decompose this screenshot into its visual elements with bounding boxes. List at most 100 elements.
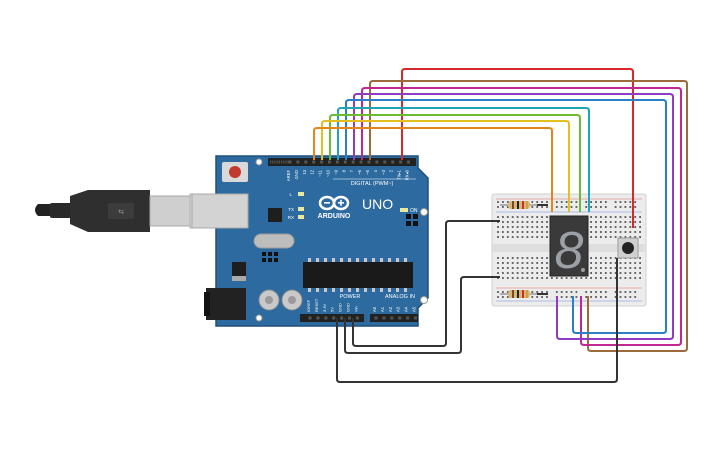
breadboard-hole[interactable] — [570, 277, 573, 279]
breadboard-hole[interactable] — [590, 226, 592, 228]
breadboard-hole[interactable] — [526, 262, 529, 264]
breadboard-hole[interactable] — [614, 277, 617, 279]
breadboard-hole[interactable] — [624, 201, 627, 203]
breadboard-hole[interactable] — [497, 236, 499, 238]
breadboard-hole[interactable] — [511, 216, 514, 218]
power-pin-hole[interactable] — [332, 316, 336, 320]
breadboard-hole[interactable] — [580, 277, 583, 279]
breadboard-hole[interactable] — [629, 291, 632, 293]
breadboard-hole[interactable] — [570, 206, 573, 208]
breadboard-hole[interactable] — [600, 291, 602, 293]
breadboard-hole[interactable] — [521, 231, 524, 233]
breadboard-hole[interactable] — [634, 267, 637, 269]
breadboard-hole[interactable] — [502, 291, 504, 293]
breadboard-hole[interactable] — [546, 257, 548, 259]
breadboard-hole[interactable] — [604, 201, 607, 203]
breadboard-hole[interactable] — [619, 226, 622, 228]
breadboard-hole[interactable] — [531, 296, 534, 298]
breadboard-hole[interactable] — [531, 231, 534, 233]
breadboard-hole[interactable] — [634, 272, 637, 274]
breadboard-hole[interactable] — [614, 267, 617, 269]
breadboard-hole[interactable] — [600, 236, 602, 238]
breadboard-hole[interactable] — [604, 272, 607, 274]
breadboard-hole[interactable] — [609, 226, 612, 228]
breadboard-hole[interactable] — [511, 226, 514, 228]
breadboard-hole[interactable] — [521, 267, 524, 269]
power-pin-hole[interactable] — [308, 316, 312, 320]
breadboard-hole[interactable] — [639, 277, 641, 279]
breadboard-hole[interactable] — [546, 226, 548, 228]
digital-pin-hole[interactable] — [399, 160, 403, 164]
breadboard-hole[interactable] — [595, 262, 597, 264]
breadboard-hole[interactable] — [604, 226, 607, 228]
breadboard-hole[interactable] — [506, 272, 509, 274]
breadboard-hole[interactable] — [555, 201, 558, 203]
breadboard-hole[interactable] — [634, 206, 637, 208]
breadboard-hole[interactable] — [541, 257, 543, 259]
breadboard-hole[interactable] — [639, 221, 641, 223]
breadboard-hole[interactable] — [604, 231, 607, 233]
wire[interactable] — [329, 114, 581, 212]
breadboard-hole[interactable] — [600, 216, 602, 218]
wire[interactable] — [361, 87, 682, 346]
breadboard-hole[interactable] — [506, 201, 509, 203]
breadboard-hole[interactable] — [600, 272, 602, 274]
breadboard-hole[interactable] — [634, 277, 637, 279]
breadboard-hole[interactable] — [565, 296, 568, 298]
breadboard-hole[interactable] — [595, 201, 597, 203]
breadboard-hole[interactable] — [590, 277, 592, 279]
analog-pin-hole[interactable] — [414, 316, 417, 320]
breadboard-hole[interactable] — [595, 231, 597, 233]
breadboard-hole[interactable] — [506, 221, 509, 223]
power-pin-hole[interactable] — [316, 316, 320, 320]
breadboard-hole[interactable] — [541, 267, 543, 269]
breadboard-hole[interactable] — [516, 221, 519, 223]
breadboard-hole[interactable] — [497, 296, 499, 298]
breadboard-hole[interactable] — [590, 231, 592, 233]
breadboard-hole[interactable] — [629, 226, 632, 228]
breadboard-hole[interactable] — [516, 272, 519, 274]
breadboard-hole[interactable] — [639, 262, 641, 264]
breadboard-hole[interactable] — [502, 296, 504, 298]
wire[interactable] — [345, 99, 667, 334]
breadboard-hole[interactable] — [614, 216, 617, 218]
breadboard-hole[interactable] — [516, 236, 519, 238]
breadboard-hole[interactable] — [639, 226, 641, 228]
breadboard-hole[interactable] — [590, 267, 592, 269]
breadboard-hole[interactable] — [639, 231, 641, 233]
breadboard-hole[interactable] — [575, 296, 578, 298]
breadboard-hole[interactable] — [546, 206, 548, 208]
breadboard-hole[interactable] — [531, 221, 534, 223]
breadboard-hole[interactable] — [497, 262, 499, 264]
breadboard-hole[interactable] — [595, 291, 597, 293]
breadboard-hole[interactable] — [502, 272, 504, 274]
breadboard-hole[interactable] — [619, 236, 622, 238]
breadboard-hole[interactable] — [629, 272, 632, 274]
analog-pin-hole[interactable] — [390, 316, 394, 320]
breadboard-hole[interactable] — [629, 216, 632, 218]
analog-pin-hole[interactable] — [382, 316, 386, 320]
breadboard-hole[interactable] — [629, 236, 632, 238]
breadboard-hole[interactable] — [590, 216, 592, 218]
breadboard-hole[interactable] — [600, 221, 602, 223]
breadboard-hole[interactable] — [614, 226, 617, 228]
breadboard-hole[interactable] — [614, 231, 617, 233]
breadboard-hole[interactable] — [595, 206, 597, 208]
breadboard-hole[interactable] — [624, 272, 627, 274]
power-pin-hole[interactable] — [324, 316, 328, 320]
breadboard-hole[interactable] — [536, 257, 539, 259]
breadboard-hole[interactable] — [614, 262, 617, 264]
breadboard-hole[interactable] — [521, 257, 524, 259]
breadboard-hole[interactable] — [502, 236, 504, 238]
breadboard-hole[interactable] — [531, 291, 534, 293]
breadboard-hole[interactable] — [565, 291, 568, 293]
breadboard-hole[interactable] — [497, 206, 499, 208]
breadboard-hole[interactable] — [555, 277, 558, 279]
breadboard-hole[interactable] — [506, 226, 509, 228]
breadboard-hole[interactable] — [531, 236, 534, 238]
breadboard-hole[interactable] — [629, 296, 632, 298]
breadboard-hole[interactable] — [497, 272, 499, 274]
wire[interactable] — [336, 258, 618, 383]
breadboard-hole[interactable] — [624, 291, 627, 293]
breadboard-hole[interactable] — [590, 272, 592, 274]
